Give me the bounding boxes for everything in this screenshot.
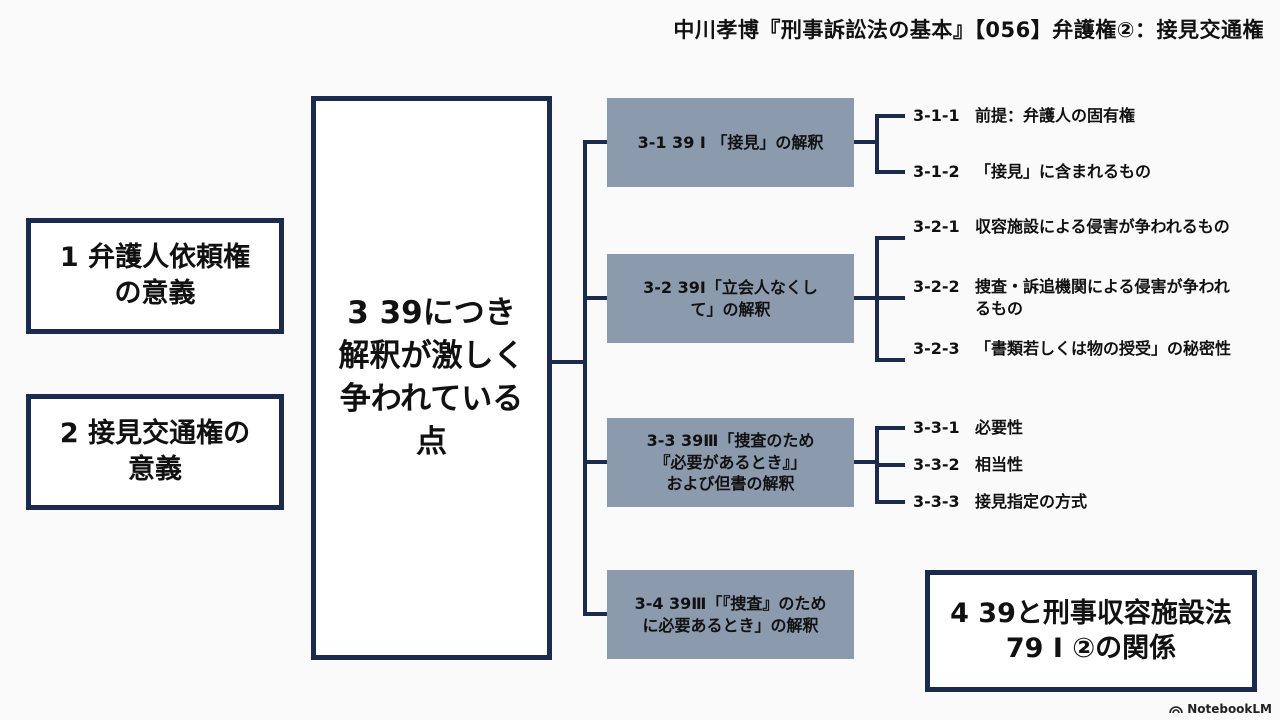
brand-label: NotebookLM bbox=[1187, 702, 1272, 716]
subtopic-line: て」の解釈 bbox=[690, 299, 771, 319]
leaf-text: 相当性 bbox=[975, 455, 1024, 474]
subtopic-3-2: 3-2 39I「立会人なくし て」の解釈 bbox=[607, 254, 854, 343]
subtopic-3-1: 3-1 39 I 「接見」の解釈 bbox=[607, 98, 854, 187]
node-line: 意義 bbox=[128, 454, 182, 485]
leaf-text: 必要性 bbox=[975, 418, 1024, 437]
leaf-number: 3-2-2 bbox=[913, 277, 960, 296]
subtopic-line: 3-3 39Ⅲ「捜査のため bbox=[646, 431, 815, 451]
node-line: 4 39と刑事収容施設法 bbox=[950, 597, 1232, 629]
leaf-number: 3-2-3 bbox=[913, 339, 960, 358]
subtopic-line: 3-1 39 I 「接見」の解釈 bbox=[637, 132, 824, 152]
leaf-3-1-1: 3-1-1 前提：弁護人の固有権 bbox=[913, 105, 1243, 127]
subtopic-line: に必要あるとき」の解釈 bbox=[642, 615, 819, 635]
leaf-text: 収容施設による侵害が争われるもの bbox=[975, 217, 1230, 236]
leaf-number: 3-1-2 bbox=[913, 162, 960, 181]
node-defense-counsel-right: 1 弁護人依頼権 の意義 bbox=[26, 218, 284, 334]
leaf-text: 前提：弁護人の固有権 bbox=[975, 106, 1136, 125]
node-disputed-points: 3 39につき 解釈が激しく 争われている点 bbox=[311, 96, 552, 660]
node-line: 3 39につき bbox=[347, 295, 516, 332]
node-line: 2 接見交通権の bbox=[59, 417, 251, 449]
leaf-text: 接見指定の方式 bbox=[975, 492, 1088, 511]
node-line: 解釈が激しく bbox=[338, 338, 525, 375]
node-line: の意義 bbox=[114, 278, 196, 309]
node-relation-detention-act: 4 39と刑事収容施設法 79 I ②の関係 bbox=[925, 570, 1257, 692]
leaf-number: 3-1-1 bbox=[913, 106, 960, 125]
leaf-3-3-1: 3-3-1 必要性 bbox=[913, 417, 1243, 439]
leaf-3-2-2: 3-2-2 捜査・訴追機関による侵害が争われるもの bbox=[913, 276, 1243, 320]
leaf-3-1-2: 3-1-2 「接見」に含まれるもの bbox=[913, 161, 1243, 183]
page-title: 中川孝博『刑事訴訟法の基本』【056】弁護権②：接見交通権 bbox=[673, 18, 1264, 42]
notebooklm-logo-icon bbox=[1169, 706, 1183, 714]
subtopic-line: 『必要があるとき』」 bbox=[654, 452, 807, 472]
leaf-number: 3-3-1 bbox=[913, 418, 960, 437]
node-line: 1 弁護人依頼権 bbox=[59, 241, 251, 273]
subtopic-line: 3-4 39Ⅲ「『捜査』のため bbox=[634, 593, 827, 613]
leaf-number: 3-3-2 bbox=[913, 455, 960, 474]
leaf-3-3-2: 3-3-2 相当性 bbox=[913, 454, 1243, 476]
leaf-number: 3-3-3 bbox=[913, 492, 960, 511]
leaf-text: 捜査・訴追機関による侵害が争われるもの bbox=[975, 277, 1230, 318]
node-line: 79 I ②の関係 bbox=[1005, 633, 1177, 664]
node-interview-right: 2 接見交通権の 意義 bbox=[26, 394, 284, 510]
leaf-3-2-1: 3-2-1 収容施設による侵害が争われるもの bbox=[913, 216, 1243, 238]
leaf-3-2-3: 3-2-3 「書類若しくは物の授受」の秘密性 bbox=[913, 338, 1243, 360]
leaf-text: 「接見」に含まれるもの bbox=[975, 162, 1152, 181]
subtopic-3-4: 3-4 39Ⅲ「『捜査』のため に必要あるとき」の解釈 bbox=[607, 570, 854, 659]
leaf-text: 「書類若しくは物の授受」の秘密性 bbox=[975, 339, 1232, 358]
leaf-3-3-3: 3-3-3 接見指定の方式 bbox=[913, 491, 1243, 513]
leaf-number: 3-2-1 bbox=[913, 217, 960, 236]
subtopic-3-3: 3-3 39Ⅲ「捜査のため 『必要があるとき』」 および但書の解釈 bbox=[607, 418, 854, 507]
subtopic-line: 3-2 39I「立会人なくし bbox=[643, 277, 818, 297]
notebooklm-brand: NotebookLM bbox=[1169, 702, 1272, 716]
subtopic-line: および但書の解釈 bbox=[666, 474, 795, 494]
node-line: 争われている点 bbox=[339, 381, 524, 460]
